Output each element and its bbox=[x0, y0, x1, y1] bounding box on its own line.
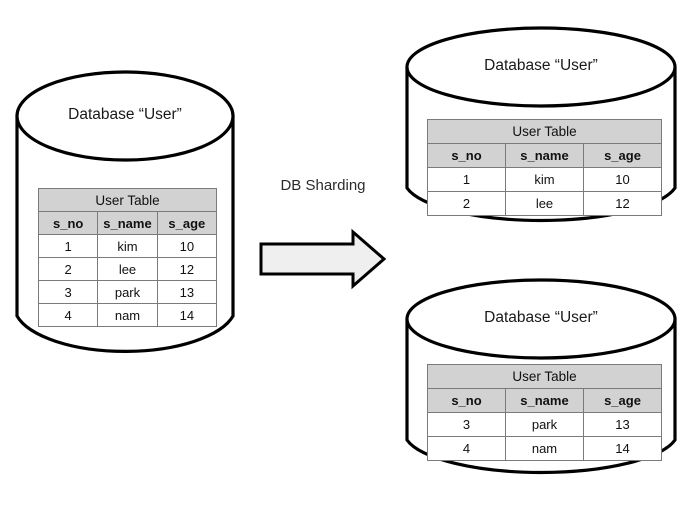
shard-2-label: Database “User” bbox=[484, 309, 598, 326]
column-header-s-age: s_age bbox=[583, 143, 662, 168]
cell-s-name: park bbox=[97, 280, 158, 304]
column-header-s-no: s_no bbox=[427, 388, 506, 413]
cell-s-age: 13 bbox=[156, 280, 218, 304]
cell-s-no: 3 bbox=[37, 280, 99, 304]
column-header-s-name: s_name bbox=[505, 388, 584, 413]
cell-s-no: 2 bbox=[427, 191, 506, 216]
cell-s-name: nam bbox=[505, 436, 584, 461]
table-header-row: s_no s_name s_age bbox=[37, 211, 218, 235]
cell-s-no: 3 bbox=[427, 412, 506, 437]
cell-s-name: kim bbox=[97, 234, 158, 258]
table-title: User Table bbox=[427, 364, 662, 389]
table-title: User Table bbox=[427, 119, 662, 144]
cell-s-name: lee bbox=[97, 257, 158, 281]
table-row: 2 lee 12 bbox=[37, 257, 218, 281]
table-title-row: User Table bbox=[38, 188, 217, 212]
cell-s-age: 12 bbox=[583, 191, 662, 216]
cell-s-age: 10 bbox=[156, 234, 218, 258]
table-header-row: s_no s_name s_age bbox=[427, 388, 662, 413]
cell-s-age: 14 bbox=[583, 436, 662, 461]
cell-s-age: 12 bbox=[156, 257, 218, 281]
cell-s-age: 13 bbox=[583, 412, 662, 437]
column-header-s-name: s_name bbox=[505, 143, 584, 168]
cell-s-name: kim bbox=[505, 167, 584, 192]
cell-s-name: lee bbox=[505, 191, 584, 216]
table-row: 3 park 13 bbox=[37, 280, 218, 304]
cell-s-no: 1 bbox=[37, 234, 99, 258]
table-row: 4 nam 14 bbox=[427, 436, 662, 461]
table-row: 2 lee 12 bbox=[427, 191, 662, 216]
cell-s-no: 4 bbox=[427, 436, 506, 461]
table-row: 3 park 13 bbox=[427, 412, 662, 437]
table-header-row: s_no s_name s_age bbox=[427, 143, 662, 168]
db-sharding-label: DB Sharding bbox=[280, 177, 366, 194]
column-header-s-no: s_no bbox=[37, 211, 99, 235]
column-header-s-name: s_name bbox=[97, 211, 158, 235]
column-header-s-no: s_no bbox=[427, 143, 506, 168]
cell-s-no: 1 bbox=[427, 167, 506, 192]
table-row: 1 kim 10 bbox=[427, 167, 662, 192]
cell-s-name: park bbox=[505, 412, 584, 437]
column-header-s-age: s_age bbox=[583, 388, 662, 413]
table-title-row: User Table bbox=[427, 119, 662, 144]
cell-s-no: 2 bbox=[37, 257, 99, 281]
sharding-arrow-icon bbox=[259, 228, 387, 290]
cell-s-no: 4 bbox=[37, 303, 99, 327]
column-header-s-age: s_age bbox=[156, 211, 218, 235]
source-database-label: Database “User” bbox=[68, 106, 182, 123]
table-title: User Table bbox=[38, 188, 217, 212]
shard-2-user-table: User Table s_no s_name s_age 3 park 13 4… bbox=[427, 364, 662, 461]
source-user-table: User Table s_no s_name s_age 1 kim 10 2 … bbox=[37, 188, 218, 327]
cell-s-age: 14 bbox=[156, 303, 218, 327]
table-row: 4 nam 14 bbox=[37, 303, 218, 327]
cell-s-age: 10 bbox=[583, 167, 662, 192]
table-row: 1 kim 10 bbox=[37, 234, 218, 258]
shard-1-label: Database “User” bbox=[484, 57, 598, 74]
cell-s-name: nam bbox=[97, 303, 158, 327]
shard-1-user-table: User Table s_no s_name s_age 1 kim 10 2 … bbox=[427, 119, 662, 216]
table-title-row: User Table bbox=[427, 364, 662, 389]
